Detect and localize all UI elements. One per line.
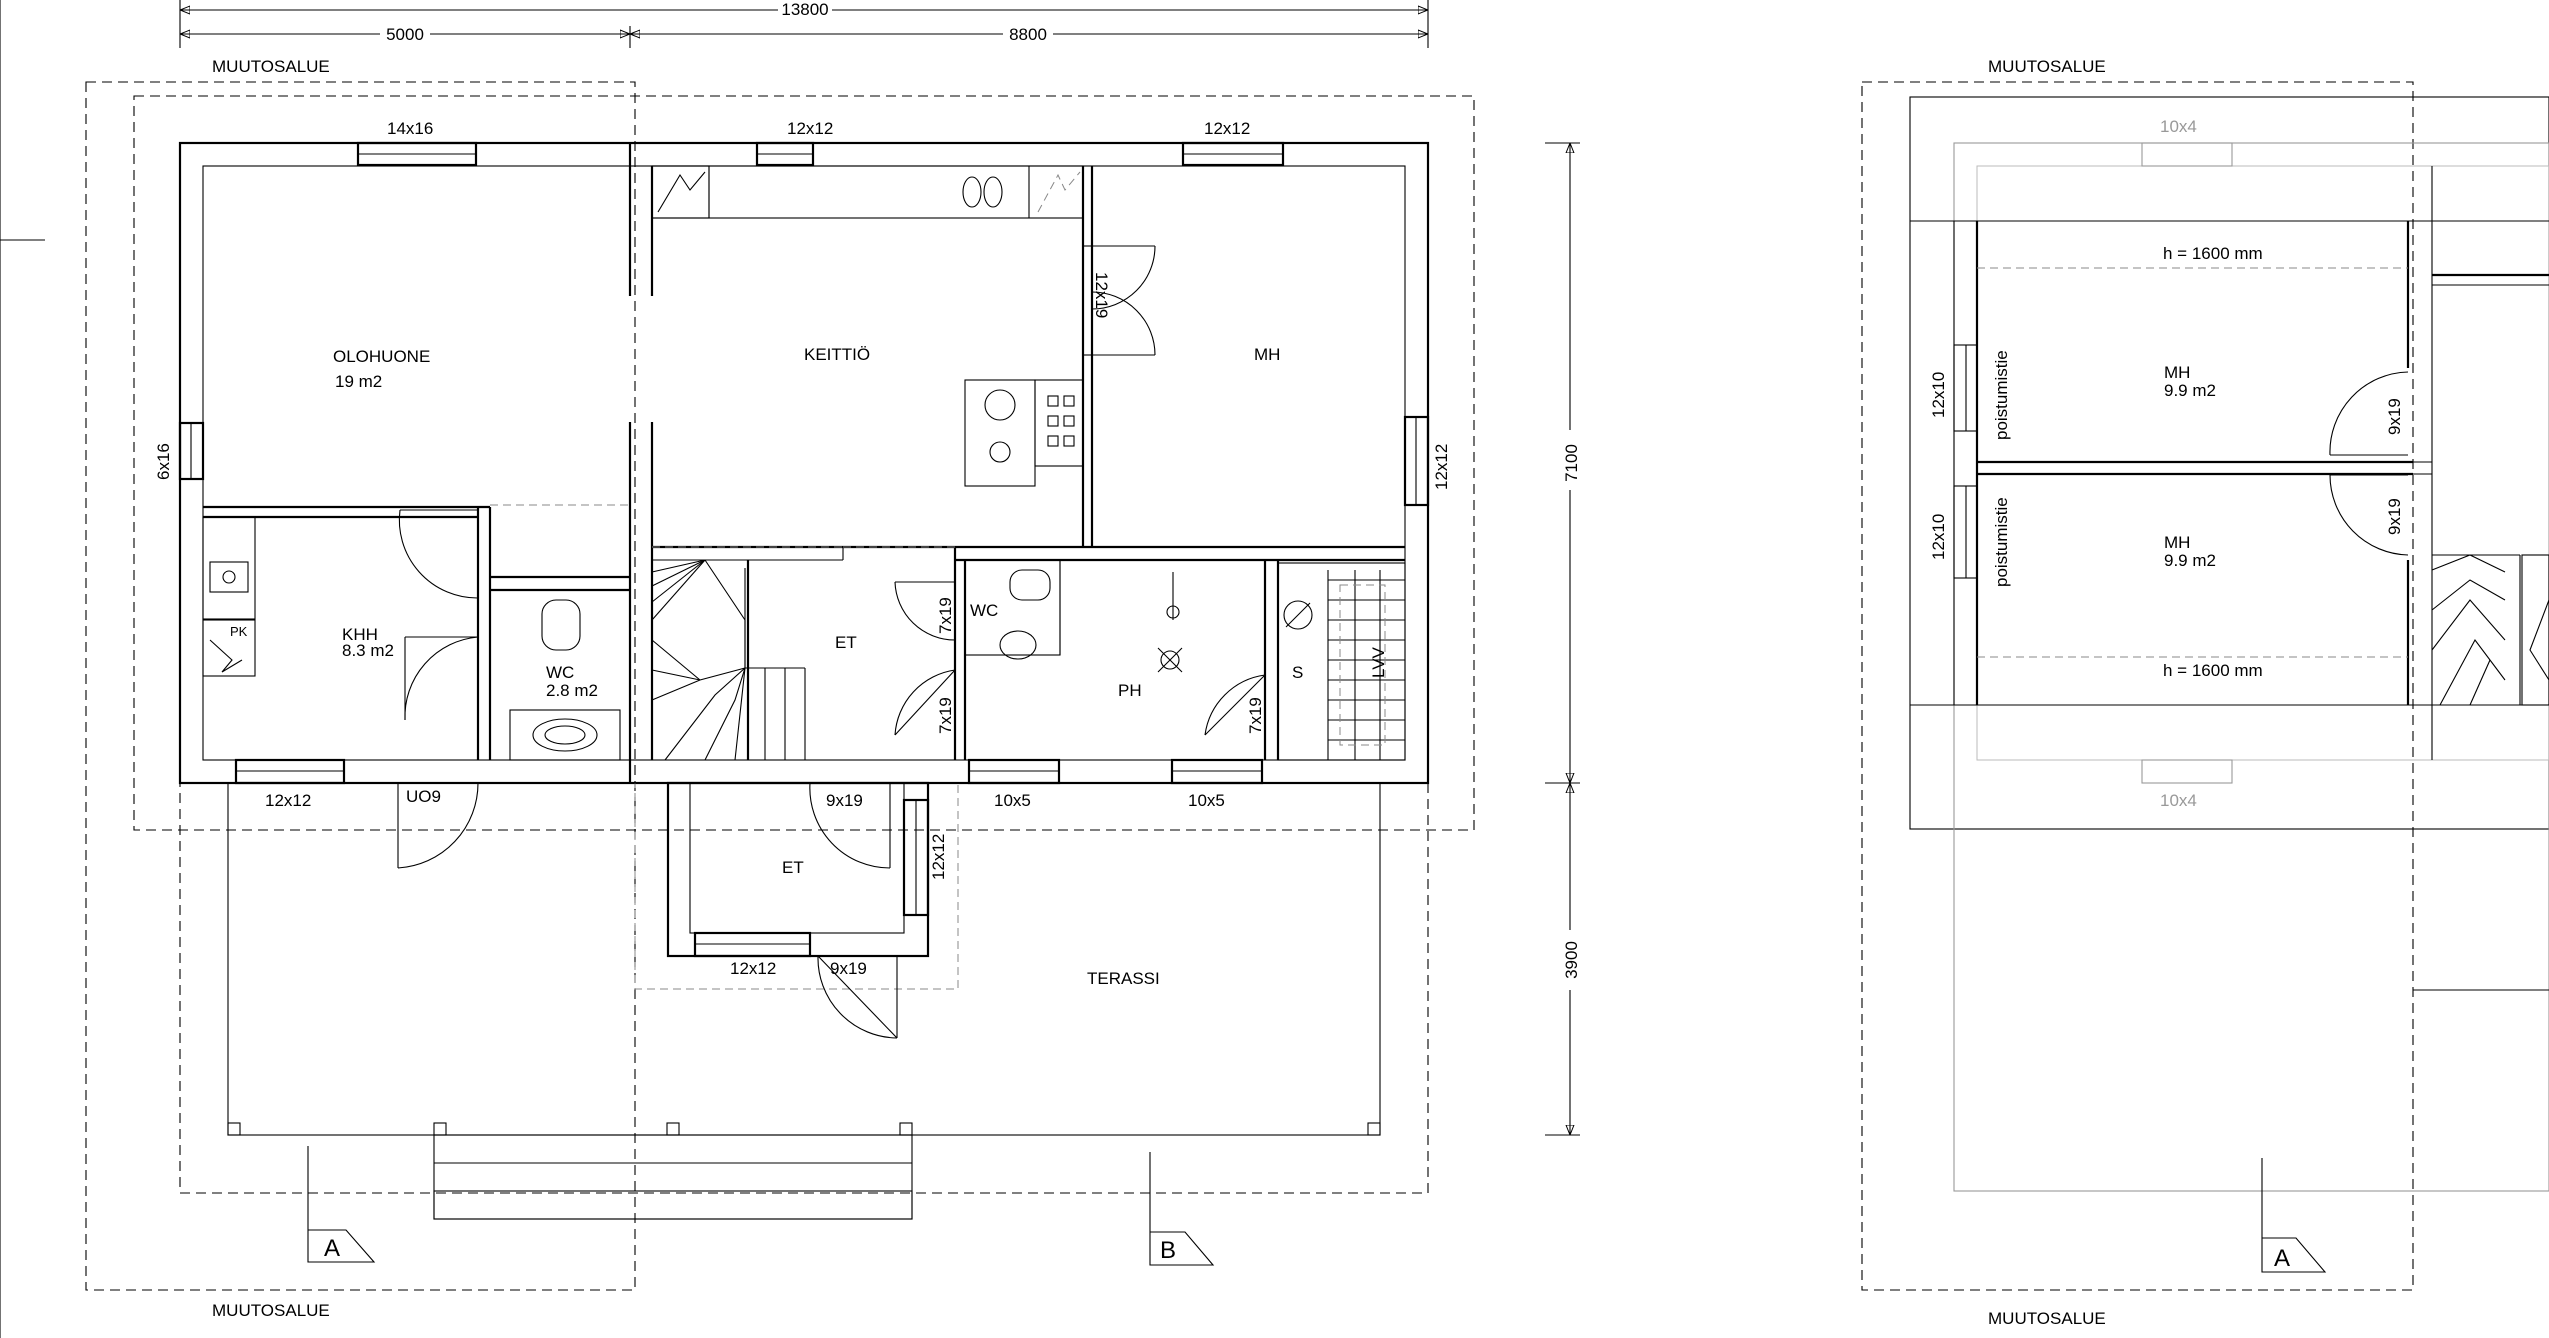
- upper-height-bottom: h = 1600 mm: [2163, 661, 2263, 680]
- ground-floor-plan: [85, 81, 1475, 1291]
- change-area-label-upper-bottom: MUUTOSALUE: [1988, 1309, 2106, 1328]
- upper-room-mh1: MH: [2164, 363, 2190, 382]
- upper-w-escape-2: 12x10: [1929, 514, 1948, 560]
- room-utility-area: 8.3 m2: [342, 641, 394, 660]
- opening-w-ph-2: 10x5: [1188, 791, 1225, 810]
- opening-w-ph-1: 10x5: [994, 791, 1031, 810]
- opening-w-left: 6x16: [154, 443, 173, 480]
- room-utility: KHH: [342, 625, 378, 644]
- room-kitchen: KEITTIÖ: [804, 345, 870, 364]
- dim-terrace-depth: 3900: [1562, 941, 1581, 979]
- room-living: OLOHUONE: [333, 347, 430, 366]
- room-wc-small: WC: [970, 601, 998, 620]
- change-area-label-top: MUUTOSALUE: [212, 57, 330, 76]
- room-bedroom: MH: [1254, 345, 1280, 364]
- opening-w-living-top: 14x16: [387, 119, 433, 138]
- change-area-label-upper-top: MUUTOSALUE: [1988, 57, 2106, 76]
- edge-marker: [0, 0, 45, 1338]
- opening-d-porch: 9x19: [830, 959, 867, 978]
- change-area-label-bottom: MUUTOSALUE: [212, 1301, 330, 1320]
- opening-w-porch-bottom: 12x12: [730, 959, 776, 978]
- upper-escape-2: poistumistie: [1992, 497, 2011, 587]
- opening-d-et-bottom: 9x19: [826, 791, 863, 810]
- opening-d-mh: 12x19: [1092, 272, 1111, 318]
- dim-left-width: 5000: [386, 25, 424, 44]
- section-a-ground: A: [324, 1235, 340, 1262]
- opening-w-khh-bottom: 12x12: [265, 791, 311, 810]
- opening-w-kitchen-top: 12x12: [787, 119, 833, 138]
- upper-floor-plan: [1861, 81, 2549, 1291]
- room-hvac: LVV: [1369, 646, 1388, 678]
- opening-w-right: 12x12: [1432, 444, 1451, 490]
- upper-height-top: h = 1600 mm: [2163, 244, 2263, 263]
- opening-d-et: 7x19: [936, 697, 955, 734]
- upper-d-mh2: 9x19: [2385, 498, 2404, 535]
- dimension-lines: [179, 0, 1580, 1136]
- upper-skylight-bottom: 10x4: [2160, 791, 2197, 810]
- room-sauna: S: [1292, 663, 1303, 682]
- section-b-ground: B: [1160, 1237, 1176, 1264]
- room-wc-main-area: 2.8 m2: [546, 681, 598, 700]
- dim-house-depth: 7100: [1562, 444, 1581, 482]
- dim-total-width: 13800: [781, 0, 828, 19]
- room-wc-main: WC: [546, 663, 574, 682]
- upper-room-mh1-area: 9.9 m2: [2164, 381, 2216, 400]
- upper-w-escape-1: 12x10: [1929, 372, 1948, 418]
- upper-skylight-top: 10x4: [2160, 117, 2197, 136]
- upper-escape-1: poistumistie: [1992, 350, 2011, 440]
- room-porch: ET: [782, 858, 804, 877]
- upper-room-mh2-area: 9.9 m2: [2164, 551, 2216, 570]
- room-washroom: PH: [1118, 681, 1142, 700]
- room-living-area: 19 m2: [335, 372, 382, 391]
- room-hall: ET: [835, 633, 857, 652]
- upper-room-mh2: MH: [2164, 533, 2190, 552]
- opening-w-mh-top: 12x12: [1204, 119, 1250, 138]
- opening-d-uo: UO9: [406, 787, 441, 806]
- opening-w-porch-side: 12x12: [929, 834, 948, 880]
- label-pk: PK: [230, 624, 248, 639]
- staircase: [651, 559, 806, 761]
- section-a-upper: A: [2274, 1245, 2290, 1272]
- dim-right-width: 8800: [1009, 25, 1047, 44]
- opening-d-et-wc: 7x19: [936, 597, 955, 634]
- room-terrace: TERASSI: [1087, 969, 1160, 988]
- opening-d-ph: 7x19: [1246, 697, 1265, 734]
- labels: MUUTOSALUE MUUTOSALUE OLOHUONE 19 m2 KEI…: [154, 57, 2404, 1328]
- upper-d-mh1: 9x19: [2385, 398, 2404, 435]
